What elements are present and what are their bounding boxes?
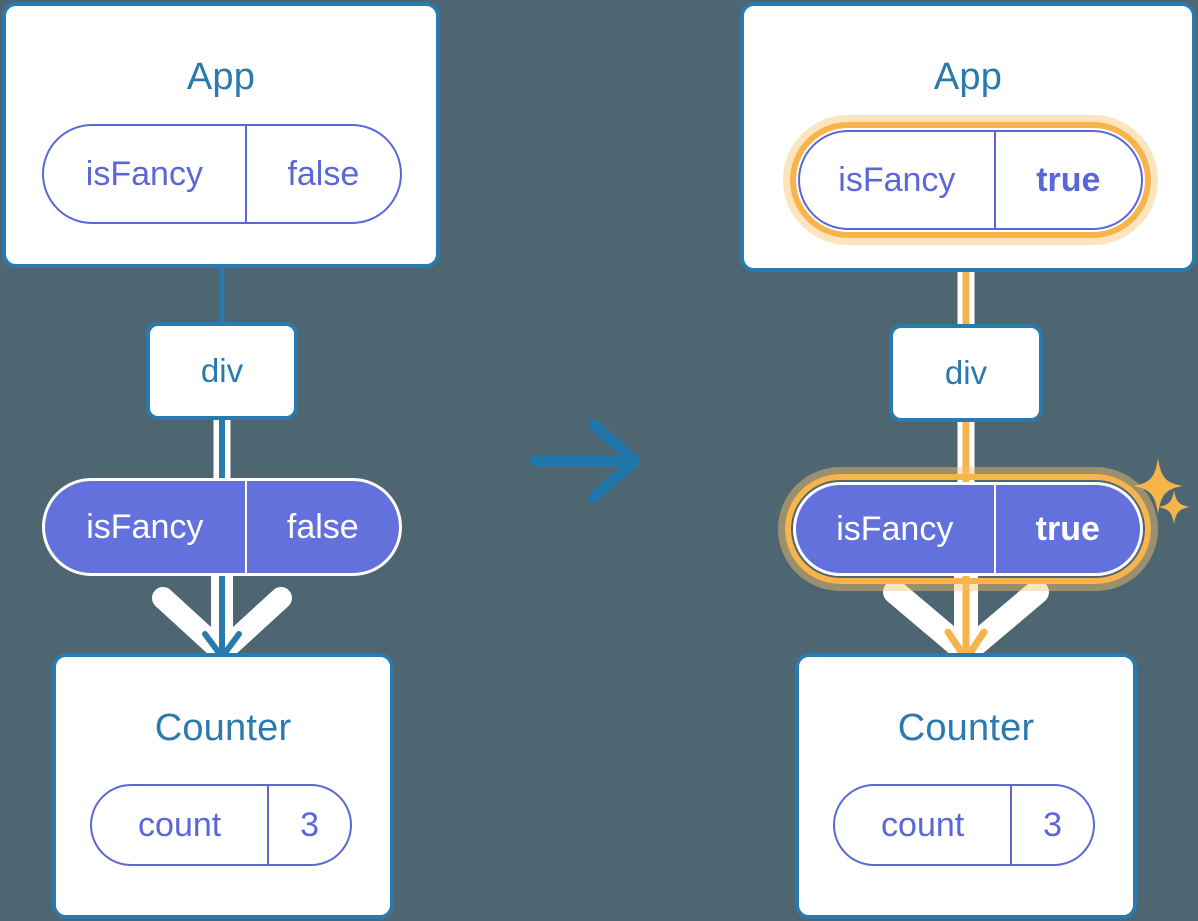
transition-arrow-right-icon <box>529 419 641 503</box>
counter-state-pill-before[interactable]: count 3 <box>90 784 352 866</box>
counter-state-pill-value-before: 3 <box>300 805 320 844</box>
prop-pill-before[interactable]: isFancy false <box>42 478 402 576</box>
app-state-pill-key-before: isFancy <box>44 126 247 222</box>
app-state-pill-after[interactable]: isFancy true <box>798 130 1143 230</box>
prop-pill-key-after: isFancy <box>796 485 996 573</box>
app-card-title-before: App <box>186 56 256 98</box>
prop-pill-value-after: true <box>1035 509 1100 548</box>
prop-pill-key-before: isFancy <box>45 481 247 573</box>
dom-node-div-after: div <box>889 324 1043 422</box>
app-state-pill-key-after: isFancy <box>800 132 996 228</box>
dom-node-div-before: div <box>146 322 298 420</box>
counter-card-title-after: Counter <box>897 707 1035 749</box>
counter-state-pill-value-after: 3 <box>1043 805 1063 844</box>
dom-node-div-label-before: div <box>200 352 244 389</box>
prop-pill-value-before: false <box>286 507 359 546</box>
sparkle-icon-pill <box>1133 458 1190 524</box>
app-state-pill-before[interactable]: isFancy false <box>42 124 402 224</box>
counter-state-pill-after[interactable]: count 3 <box>833 784 1095 866</box>
prop-pill-after[interactable]: isFancy true <box>793 482 1143 576</box>
counter-state-pill-key-before: count <box>92 786 270 864</box>
app-state-pill-value-before: false <box>287 154 360 193</box>
dom-node-div-label-after: div <box>944 354 988 391</box>
counter-card-title-before: Counter <box>154 707 292 749</box>
app-state-pill-value-after: true <box>1036 160 1101 199</box>
flow-arrow-left <box>202 570 242 660</box>
counter-state-pill-key-after: count <box>835 786 1013 864</box>
app-card-title-after: App <box>933 56 1003 98</box>
